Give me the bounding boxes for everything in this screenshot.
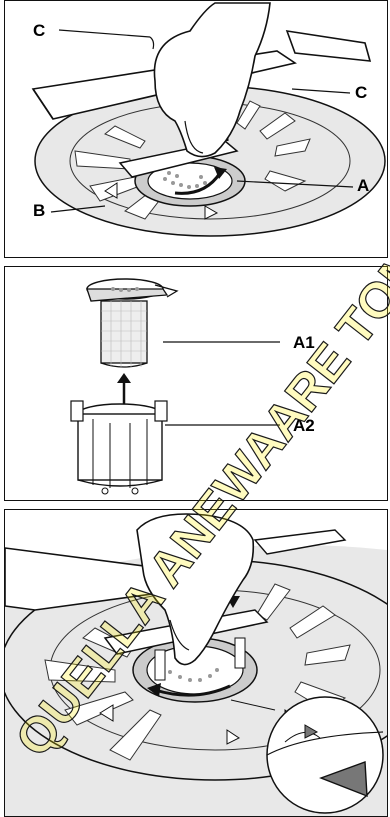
label-b: B: [33, 201, 45, 221]
panel-filter-parts: A1 A2: [4, 266, 388, 501]
panel-filter-reinsert: [4, 509, 388, 817]
filter-reinsert-illustration: [5, 510, 387, 816]
label-a1: A1: [293, 333, 315, 353]
label-a: A: [357, 176, 369, 196]
label-c-left: C: [33, 21, 45, 41]
filter-parts-illustration: [5, 267, 387, 500]
label-c-right: C: [355, 83, 367, 103]
label-a2: A2: [293, 416, 315, 436]
panel-filter-removal: C C A B: [4, 0, 388, 258]
filter-removal-illustration: [5, 1, 387, 257]
